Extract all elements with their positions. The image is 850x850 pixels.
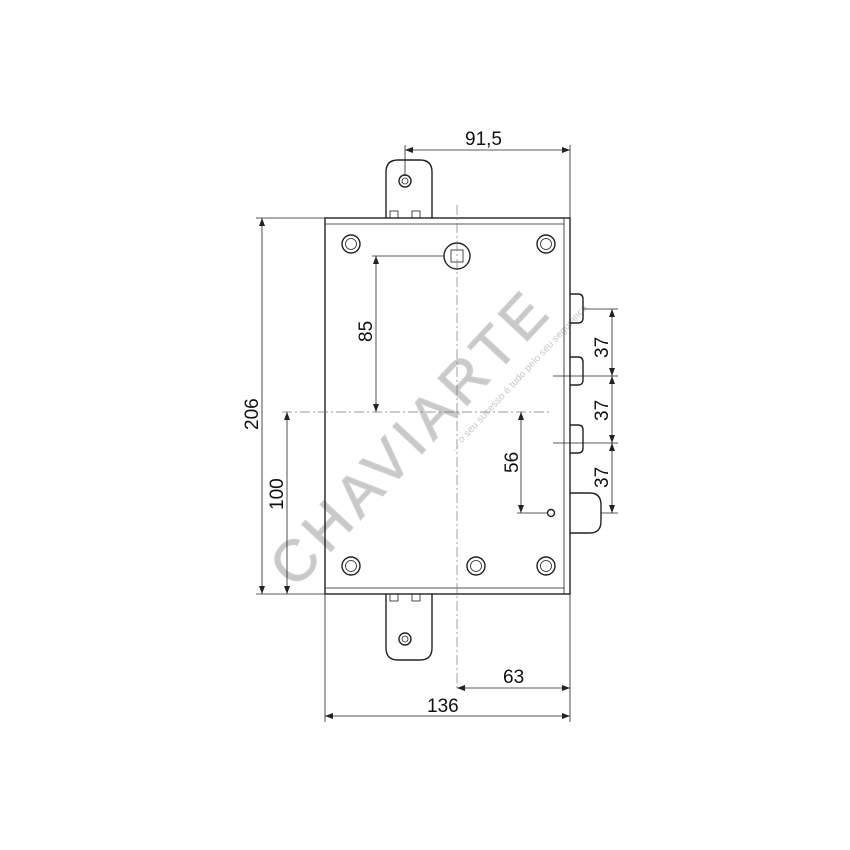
screw-top-left bbox=[341, 234, 361, 254]
dimension-labels: 91,5 206 100 85 56 37 37 37 63 136 bbox=[242, 129, 613, 717]
cylinder-hole bbox=[546, 508, 556, 518]
dim-cylinder-offset-label: 56 bbox=[502, 452, 523, 473]
screws bbox=[341, 234, 556, 576]
bottom-mounting-tab bbox=[385, 593, 433, 661]
bolt-1 bbox=[570, 293, 584, 324]
dimension-lines bbox=[256, 145, 618, 722]
dim-bolt-spacing-1-label: 37 bbox=[592, 337, 613, 358]
arrowheads bbox=[259, 147, 615, 719]
dim-bolt-spacing-3-label: 37 bbox=[592, 467, 613, 488]
dim-right-offset-label: 63 bbox=[503, 667, 524, 688]
screw-bottom-middle bbox=[466, 556, 486, 576]
screw-top-right bbox=[536, 234, 556, 254]
top-mounting-tab bbox=[385, 159, 433, 219]
watermark-brand: CHAVIARTE bbox=[257, 276, 564, 599]
dim-top-width-label: 91,5 bbox=[465, 129, 502, 150]
lock-case bbox=[324, 217, 571, 595]
latch-bolt bbox=[570, 492, 602, 534]
dim-lower-height-label: 100 bbox=[267, 478, 288, 510]
center-lines bbox=[282, 205, 552, 690]
screw-bottom-right bbox=[536, 556, 556, 576]
watermark: CHAVIARTE ... o seu sucesso é tudo pelo … bbox=[256, 276, 590, 600]
bolt-2 bbox=[570, 356, 584, 386]
bolt-3 bbox=[570, 424, 584, 454]
dim-spindle-offset-label: 85 bbox=[356, 321, 377, 342]
dim-bolt-spacing-2-label: 37 bbox=[592, 400, 613, 421]
dim-total-height-label: 206 bbox=[242, 398, 263, 430]
dim-total-width-label: 136 bbox=[427, 696, 459, 717]
screw-bottom-left bbox=[341, 556, 361, 576]
